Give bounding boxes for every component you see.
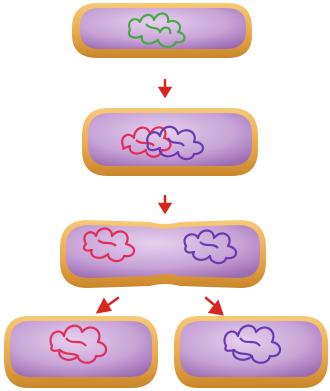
cell-cytoplasm xyxy=(180,321,322,377)
daughter-cell-left xyxy=(4,316,158,388)
arrow-3-right xyxy=(206,298,222,314)
cell-cytoplasm xyxy=(66,225,260,278)
cell-stage-2 xyxy=(82,108,258,176)
arrow-1 xyxy=(160,80,170,96)
arrow-3-left xyxy=(98,298,118,312)
cell-stage-1 xyxy=(72,3,252,58)
daughter-cell-right xyxy=(174,316,328,388)
arrow-2 xyxy=(160,196,170,212)
cell-stage-3 xyxy=(60,220,266,288)
